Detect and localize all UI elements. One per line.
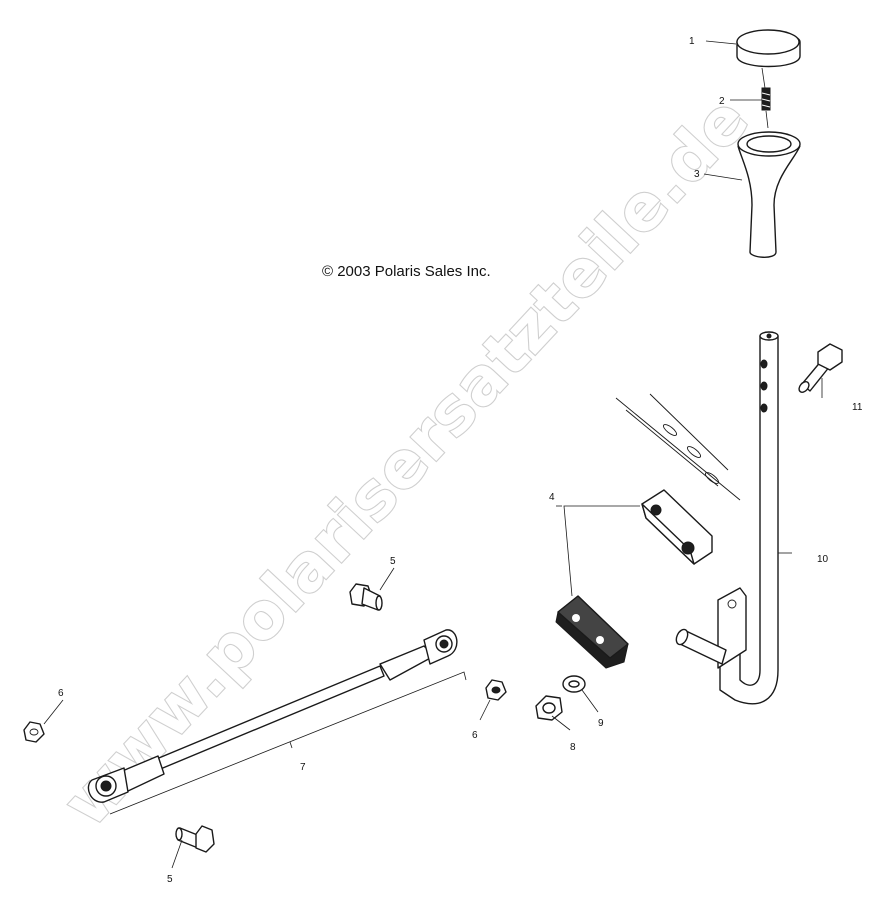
shift-knob-cap-icon [736, 29, 801, 68]
copyright-notice: © 2003 Polaris Sales Inc. [322, 263, 491, 280]
watermark-text: www.polarisersatzteile.de [50, 82, 764, 840]
bolt-icon [175, 825, 215, 853]
shift-lever-icon [675, 331, 779, 705]
callout-1: 1 [689, 36, 695, 47]
callout-4: 4 [549, 492, 555, 503]
callout-10: 10 [817, 554, 829, 565]
hex-nut-icon [535, 695, 563, 721]
callout-8: 8 [570, 742, 576, 753]
callout-5-lower: 5 [167, 874, 173, 885]
washer-icon [562, 675, 586, 693]
set-screw-icon [761, 87, 771, 111]
callout-6-left: 6 [58, 688, 64, 699]
shift-bracket-icon [641, 489, 713, 565]
callout-5-upper: 5 [390, 556, 396, 567]
shift-gate-fragment [615, 393, 741, 501]
hex-nut-icon [23, 721, 45, 743]
callout-6-center: 6 [472, 730, 478, 741]
shift-knob-icon [737, 131, 801, 258]
shift-bracket-icon [555, 595, 629, 669]
hex-nut-icon [485, 679, 507, 701]
callout-2: 2 [719, 96, 725, 107]
callout-7: 7 [300, 762, 306, 773]
bolt-icon [798, 343, 843, 393]
callout-9: 9 [598, 718, 604, 729]
bolt-icon [349, 583, 383, 611]
callout-11: 11 [852, 402, 863, 413]
callout-3: 3 [694, 169, 700, 180]
shift-linkage-rod-icon [87, 629, 458, 803]
